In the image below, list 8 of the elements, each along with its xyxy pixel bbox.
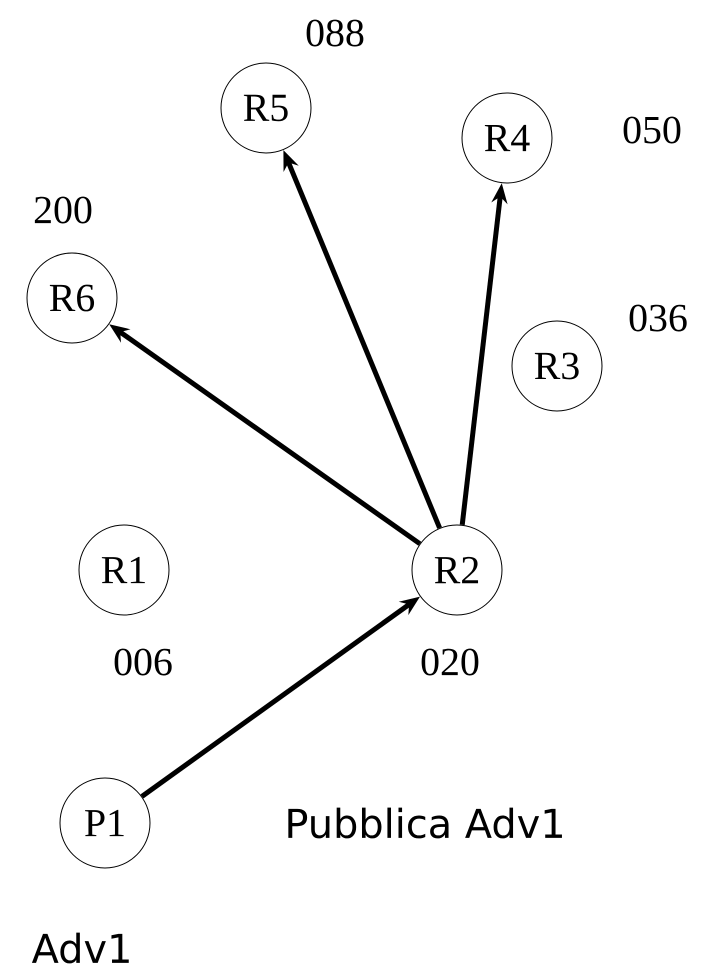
node-caption: Adv1 xyxy=(32,932,129,964)
node-caption: 050 xyxy=(624,116,680,144)
node-caption: 036 xyxy=(630,304,687,332)
node-caption: 020 xyxy=(422,648,478,676)
node-caption: 006 xyxy=(114,648,172,676)
edge-label: Pubblica Adv1 xyxy=(283,806,567,840)
node-caption: 200 xyxy=(34,196,92,224)
node-caption: 088 xyxy=(306,20,364,46)
